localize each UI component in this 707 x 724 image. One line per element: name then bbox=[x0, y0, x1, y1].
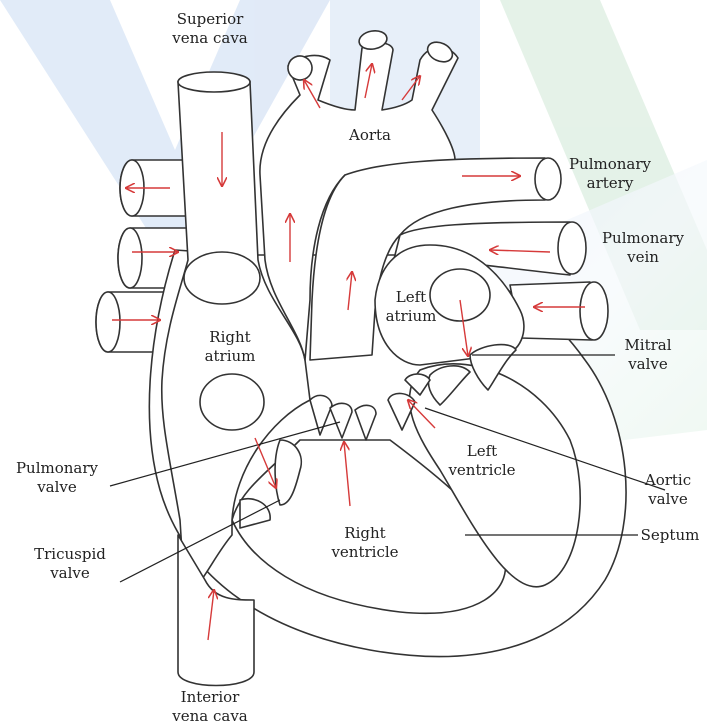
label-left-ventricle: Left ventricle bbox=[432, 442, 532, 480]
label-right-ventricle: Right ventricle bbox=[315, 524, 415, 562]
label-right-atrium: Right atrium bbox=[190, 328, 270, 366]
label-aorta: Aorta bbox=[330, 126, 410, 145]
label-pulmonary-valve: Pulmonary valve bbox=[2, 459, 112, 497]
label-inferior-vena-cava: Interior vena cava bbox=[150, 688, 270, 724]
label-tricuspid-valve: Tricuspid valve bbox=[20, 545, 120, 583]
label-pulmonary-artery: Pulmonary artery bbox=[555, 155, 665, 193]
label-pulmonary-vein: Pulmonary vein bbox=[588, 229, 698, 267]
label-septum: Septum bbox=[634, 526, 706, 545]
label-mitral-valve: Mitral valve bbox=[608, 336, 688, 374]
label-left-atrium: Left atrium bbox=[375, 288, 447, 326]
label-aortic-valve: Aortic valve bbox=[630, 471, 706, 509]
label-superior-vena-cava: Superior vena cava bbox=[150, 10, 270, 48]
